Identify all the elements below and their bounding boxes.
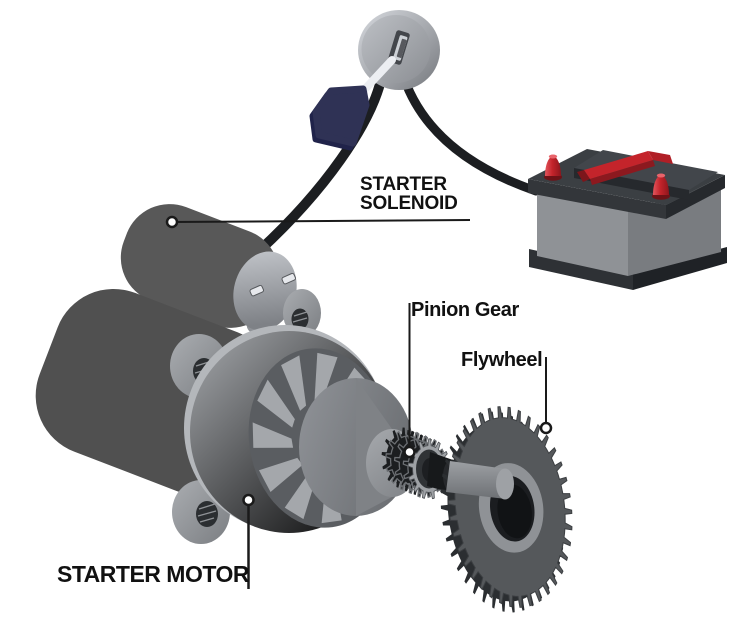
solenoid-end-cap: [233, 251, 297, 335]
vent-fin: [314, 352, 338, 403]
handle-band: [584, 151, 653, 179]
cap-bolt-1: [249, 284, 264, 297]
cap-face: [233, 251, 297, 331]
callout-dot-solenoid: [165, 215, 179, 229]
callout-dot-flywheel: [539, 421, 553, 435]
label-flywheel: Flywheel: [461, 349, 543, 371]
cable-to-solenoid: [255, 75, 386, 255]
ignition-cables: [255, 73, 541, 255]
battery-lid-right: [666, 175, 725, 219]
terminal-top: [656, 173, 666, 178]
vent-fin: [258, 457, 303, 493]
ear-top-hole: [291, 308, 309, 330]
keyhole-core: [396, 38, 407, 58]
shaft-body: [446, 461, 506, 499]
handle-shadow: [590, 160, 655, 185]
bolt: [281, 272, 296, 285]
handle-end: [577, 170, 590, 182]
vent-fin: [281, 355, 307, 411]
cable-to-battery: [399, 73, 541, 196]
callouts: [165, 215, 553, 589]
battery-base-right: [633, 247, 727, 290]
ignition-key: [309, 10, 440, 151]
thread-marks: [197, 503, 217, 523]
callout-dot-motor: [242, 493, 255, 507]
bolt: [249, 284, 264, 297]
battery-terminal-right: [652, 173, 670, 200]
terminal-cone: [545, 156, 561, 176]
vent-fin: [257, 379, 295, 428]
label-starter-solenoid-line1: STARTER: [360, 174, 447, 195]
output-shaft: [446, 461, 514, 500]
shaft-end: [496, 468, 514, 500]
starter-motor: [35, 288, 418, 544]
callout-dot-pinion: [403, 445, 416, 459]
starter-solenoid: [120, 204, 297, 335]
key-head: [312, 85, 370, 147]
terminal-top: [548, 154, 558, 159]
label-starter-solenoid-line2: SOLENOID: [360, 193, 458, 215]
label-pinion-gear: Pinion Gear: [411, 299, 519, 321]
cap-bolt-2: [281, 272, 296, 285]
label-starter-motor: STARTER MOTOR: [57, 561, 249, 587]
vent-fin: [252, 422, 294, 448]
keyhole: [387, 30, 410, 65]
battery-terminal-left: [544, 154, 562, 181]
battery-lid-front: [528, 179, 666, 219]
battery-platform-top: [574, 150, 718, 190]
thread-marks: [292, 311, 308, 323]
battery-body-front: [537, 193, 628, 276]
handle-corner: [648, 151, 673, 164]
battery-handle: [577, 151, 673, 185]
battery: [528, 149, 727, 290]
terminal-cone: [653, 175, 669, 195]
callout-line-solenoid: [171, 219, 471, 223]
flywheel: [440, 406, 573, 613]
